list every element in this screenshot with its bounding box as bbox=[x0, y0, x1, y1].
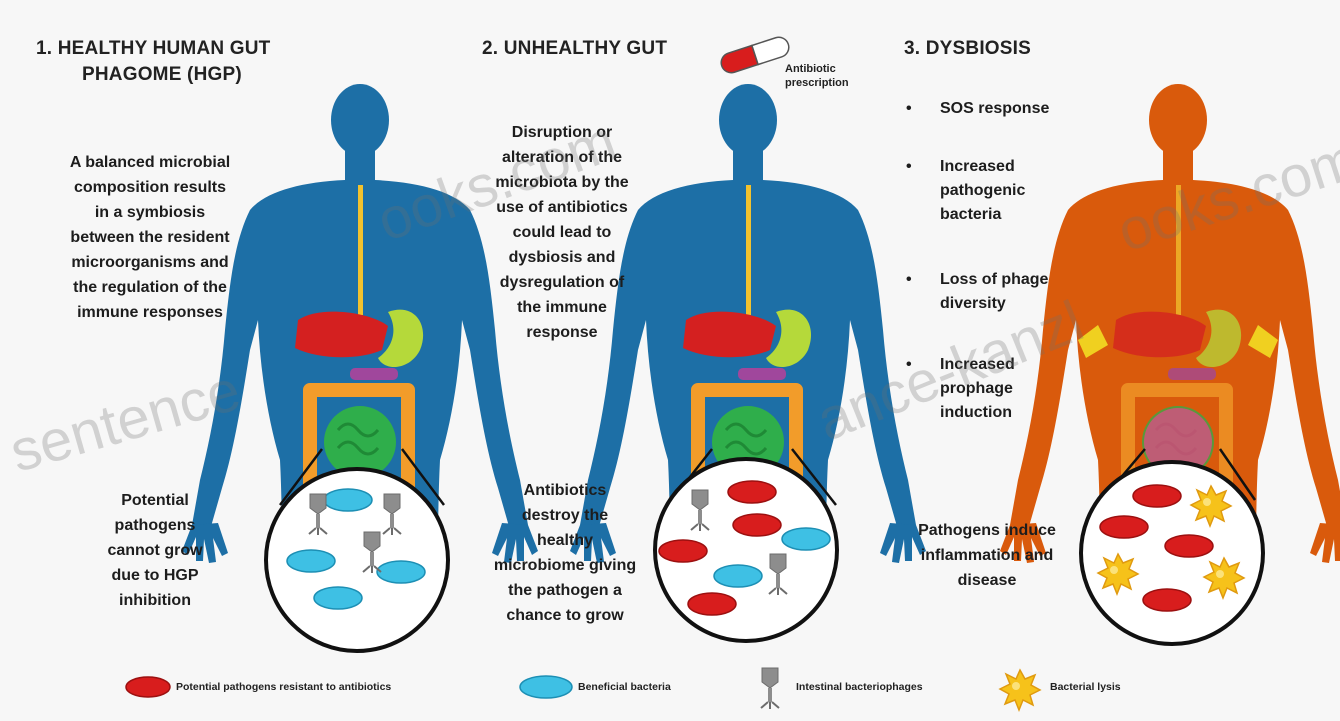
panel-3-heading-line-1: 3. DYSBIOSIS bbox=[904, 36, 1104, 62]
panel-1-heading: 1. HEALTHY HUMAN GUT PHAGOME (HGP) bbox=[36, 36, 316, 88]
description-line: microbiota by the bbox=[462, 170, 662, 195]
caption-line: due to HGP bbox=[80, 563, 230, 588]
caption-line: Pathogens induce bbox=[892, 518, 1082, 543]
antibiotic-capsule-icon bbox=[719, 35, 792, 76]
description-line: the immune bbox=[462, 295, 662, 320]
caption-line: healthy bbox=[470, 528, 660, 553]
antibiotic-prescription-label: Antibiotic prescription bbox=[785, 62, 885, 90]
bacteriophage-icon bbox=[761, 668, 779, 709]
dysbiosis-bullet: Loss of phage diversity bbox=[940, 268, 1090, 316]
description-line: Disruption or bbox=[462, 120, 662, 145]
red-pill-bacterium-icon bbox=[126, 677, 170, 697]
panel-1-description: A balanced microbial composition results… bbox=[40, 150, 260, 325]
description-line: response bbox=[462, 320, 662, 345]
description-line: use of antibiotics bbox=[462, 195, 662, 220]
panel-2-description: Disruption or alteration of the microbio… bbox=[462, 120, 662, 345]
description-line: in a symbiosis bbox=[40, 200, 260, 225]
dysbiosis-bullet: Increased prophage induction bbox=[940, 353, 1090, 425]
caption-line: Potential bbox=[80, 488, 230, 513]
panel-3-heading: 3. DYSBIOSIS bbox=[904, 36, 1104, 62]
bacterial-lysis-burst-icon bbox=[1000, 670, 1040, 710]
caption-line: inflammation and bbox=[892, 543, 1082, 568]
description-line: dysregulation of bbox=[462, 270, 662, 295]
bullet-line: Increased bbox=[940, 353, 1090, 377]
bullet-line: SOS response bbox=[940, 97, 1090, 121]
description-line: alteration of the bbox=[462, 145, 662, 170]
panel-3-circle-caption: Pathogens induce inflammation and diseas… bbox=[892, 518, 1082, 593]
unhealthy-microbiome-circle bbox=[655, 459, 837, 641]
bullet-line: bacteria bbox=[940, 203, 1090, 227]
caption-line: disease bbox=[892, 568, 1082, 593]
description-line: A balanced microbial bbox=[40, 150, 260, 175]
panel-1-heading-line-1: 1. HEALTHY HUMAN GUT bbox=[36, 36, 316, 62]
caption-line: the pathogen a bbox=[470, 578, 660, 603]
description-line: composition results bbox=[40, 175, 260, 200]
panel-2-heading-line-1: 2. UNHEALTHY GUT bbox=[482, 36, 722, 62]
dysbiosis-microbiome-circle bbox=[1081, 462, 1263, 644]
legend-label-lysis: Bacterial lysis bbox=[1050, 680, 1121, 694]
legend-label-beneficial: Beneficial bacteria bbox=[578, 680, 671, 694]
description-line: between the resident bbox=[40, 225, 260, 250]
caption-line: microbiome giving bbox=[470, 553, 660, 578]
antibiotic-label-line: Antibiotic bbox=[785, 62, 885, 76]
caption-line: cannot grow bbox=[80, 538, 230, 563]
bullet-line: Loss of phage bbox=[940, 268, 1090, 292]
panel-1-circle-caption: Potential pathogens cannot grow due to H… bbox=[80, 488, 230, 613]
bullet-line: diversity bbox=[940, 292, 1090, 316]
healthy-microbiome-circle bbox=[266, 469, 448, 651]
panel-2-heading: 2. UNHEALTHY GUT bbox=[482, 36, 722, 62]
description-line: microorganisms and bbox=[40, 250, 260, 275]
legend-label-bacteriophage: Intestinal bacteriophages bbox=[796, 680, 923, 694]
antibiotic-label-line: prescription bbox=[785, 76, 885, 90]
bullet-line: pathogenic bbox=[940, 179, 1090, 203]
panel-1-heading-line-2: PHAGOME (HGP) bbox=[36, 62, 316, 88]
legend-label-pathogen: Potential pathogens resistant to antibio… bbox=[176, 680, 391, 694]
blue-pill-bacterium-icon bbox=[520, 676, 572, 698]
bullet-line: Increased bbox=[940, 155, 1090, 179]
description-line: immune responses bbox=[40, 300, 260, 325]
description-line: the regulation of the bbox=[40, 275, 260, 300]
bullet-line: induction bbox=[940, 401, 1090, 425]
description-line: could lead to bbox=[462, 220, 662, 245]
panel-2-circle-caption: Antibiotics destroy the healthy microbio… bbox=[470, 478, 660, 628]
dysbiosis-bullet: Increased pathogenic bacteria bbox=[940, 155, 1090, 227]
caption-line: chance to grow bbox=[470, 603, 660, 628]
description-line: dysbiosis and bbox=[462, 245, 662, 270]
bullet-line: prophage bbox=[940, 377, 1090, 401]
caption-line: destroy the bbox=[470, 503, 660, 528]
caption-line: pathogens bbox=[80, 513, 230, 538]
caption-line: Antibiotics bbox=[470, 478, 660, 503]
caption-line: inhibition bbox=[80, 588, 230, 613]
dysbiosis-bullet: SOS response bbox=[940, 97, 1090, 121]
